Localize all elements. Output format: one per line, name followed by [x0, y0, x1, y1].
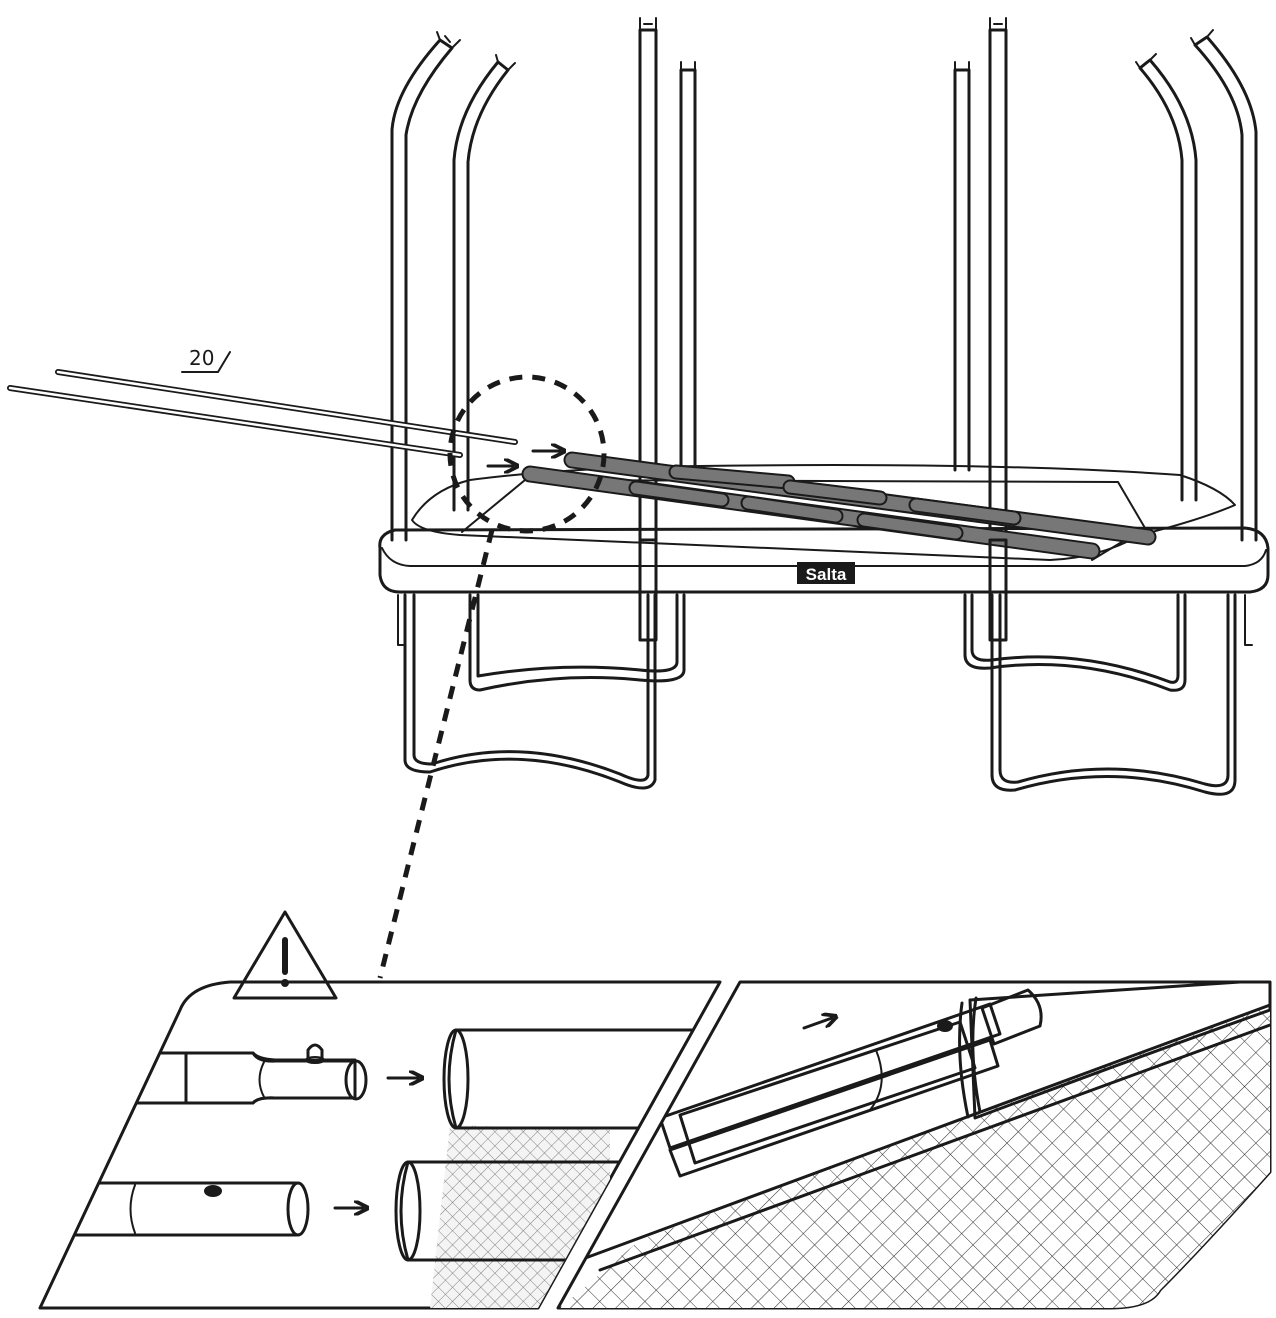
detail-callout [447, 374, 607, 534]
brand-label: Salta [806, 565, 847, 584]
legs [397, 593, 1253, 796]
insert-arrows [486, 451, 560, 466]
net-poles [390, 17, 1258, 562]
brand-badge: Salta [797, 562, 855, 584]
detail-panel-left [38, 980, 722, 1310]
part-number: 20 [189, 346, 214, 370]
trampoline: Salta 20 [7, 17, 1270, 979]
part-label-20: 20 [181, 346, 231, 373]
detail-panel-right [556, 980, 1272, 1310]
warning-triangle-icon [232, 910, 338, 1000]
frame-pad [378, 526, 1270, 594]
arrow-right-icon [802, 1018, 832, 1030]
frame-rods [7, 369, 1157, 560]
